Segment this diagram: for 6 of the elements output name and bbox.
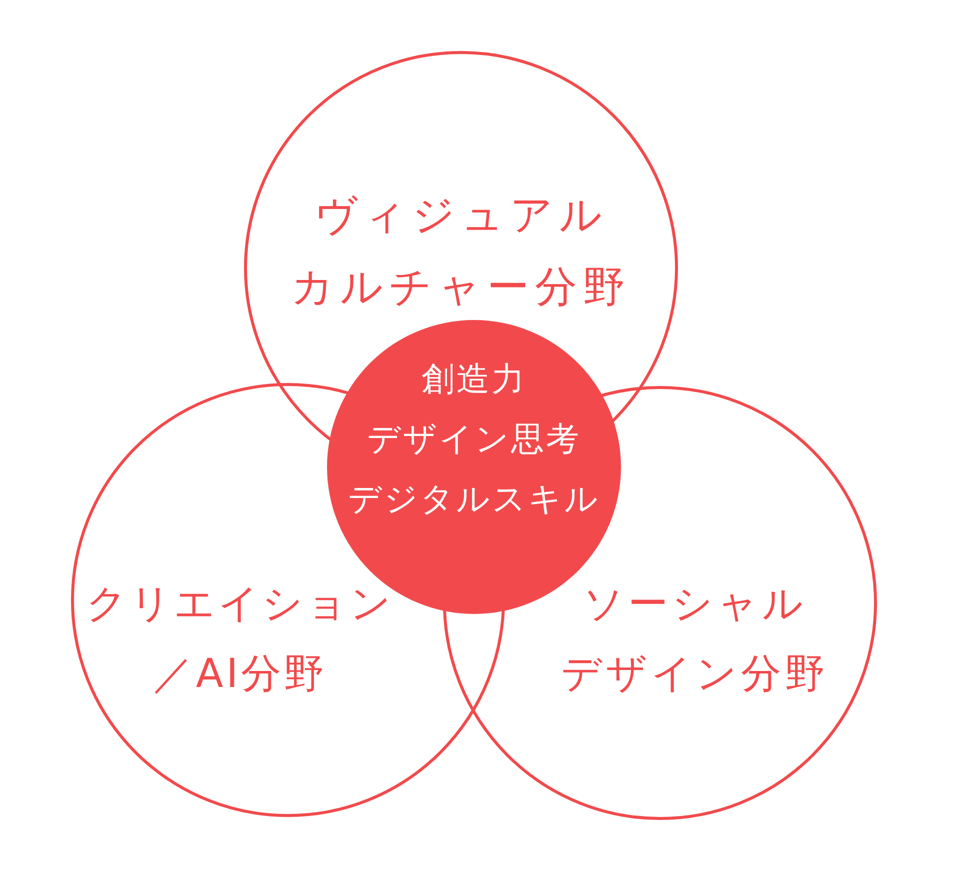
circle-label: 創造力 [420, 358, 528, 400]
circle-label: ヴィジュアルカルチャー分野 [290, 189, 632, 313]
circle-label: デザイン思考 [366, 418, 582, 460]
circle-label: クリエイション／AI分野 [85, 580, 395, 699]
circle-label: ソーシャルデザイン分野 [560, 580, 830, 699]
circle-label: デジタルスキル [347, 478, 601, 520]
